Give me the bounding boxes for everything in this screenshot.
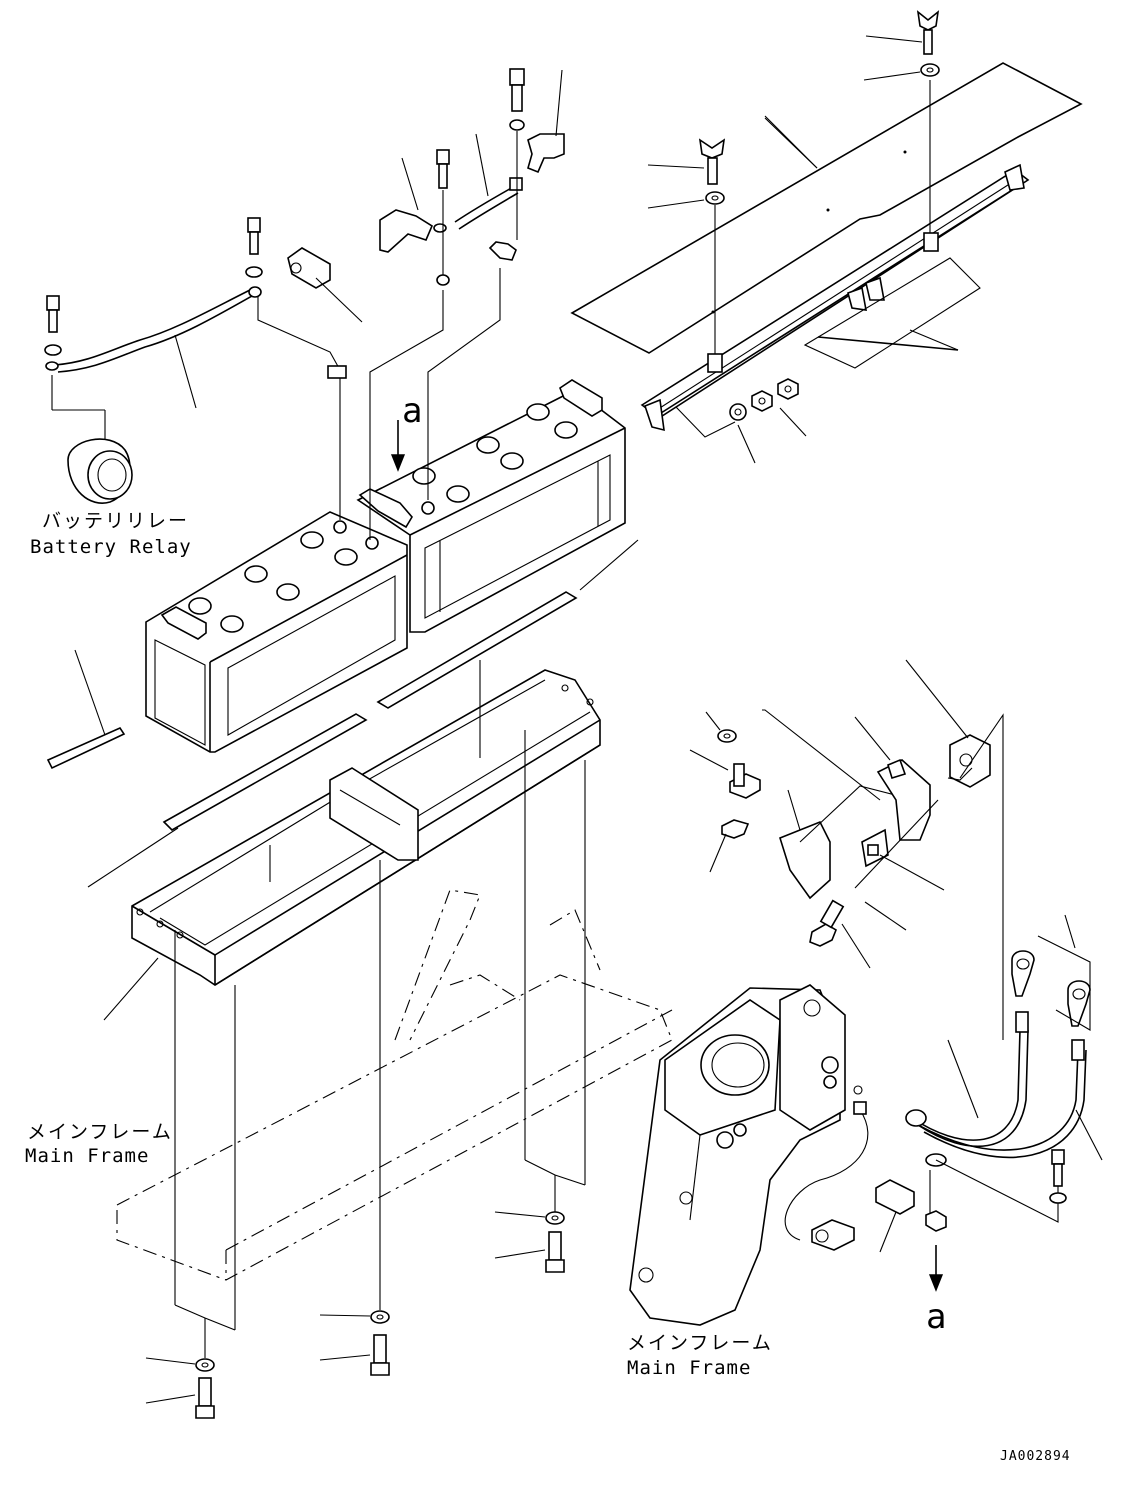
main-frame-right — [629, 984, 846, 1326]
main-frame-left-phantom — [116, 889, 673, 1281]
wing-bolt-lower — [647, 138, 726, 209]
view-arrow-top — [390, 420, 406, 472]
rubber-pad-upper — [376, 539, 639, 709]
battery-relay-label-jp: バッテリリレー — [42, 510, 190, 532]
main-frame-right-label-en: Main Frame — [627, 1357, 752, 1379]
terminal-cover-left — [287, 247, 363, 323]
bolt-washer-cable-mid — [245, 217, 263, 278]
switch-assembly — [689, 659, 1004, 1040]
bolt-washer-lower-right — [494, 1211, 565, 1273]
battery-cables-right — [784, 914, 1103, 1253]
rubber-pad-lower — [87, 713, 368, 888]
wing-bolt-upper — [863, 10, 940, 81]
battery-cable-upper-middle — [379, 133, 523, 253]
battery-left — [145, 511, 408, 753]
view-a-label-top: a — [402, 391, 423, 431]
battery-relay-label-en: Battery Relay — [30, 536, 192, 558]
view-arrow-bottom — [928, 1245, 944, 1292]
bolt-upper-middle — [436, 149, 450, 286]
battery-right — [356, 379, 626, 633]
cover-rail — [640, 80, 1030, 432]
main-frame-left-label-jp: メインフレーム — [27, 1121, 173, 1143]
battery-relay — [51, 375, 133, 504]
drawing-code: JA002894 — [1000, 1449, 1071, 1464]
hold-down-rod — [46, 649, 126, 770]
terminal-cover-upper — [527, 69, 565, 174]
main-frame-left-label-en: Main Frame — [25, 1145, 150, 1167]
main-frame-right-label-jp: メインフレーム — [627, 1332, 773, 1354]
rail-nuts-washers — [675, 378, 807, 464]
bolt-washer-lower-left — [145, 1357, 215, 1419]
battery-tray — [103, 660, 601, 1021]
bolt-upper-right — [488, 68, 525, 261]
bolt-washer-lower-middle — [319, 1310, 390, 1376]
bolt-washer-cable-left — [44, 295, 62, 356]
battery-cover-plate — [570, 62, 1083, 354]
battery-cable-left — [45, 286, 262, 409]
view-a-label-bottom: a — [926, 1297, 947, 1337]
